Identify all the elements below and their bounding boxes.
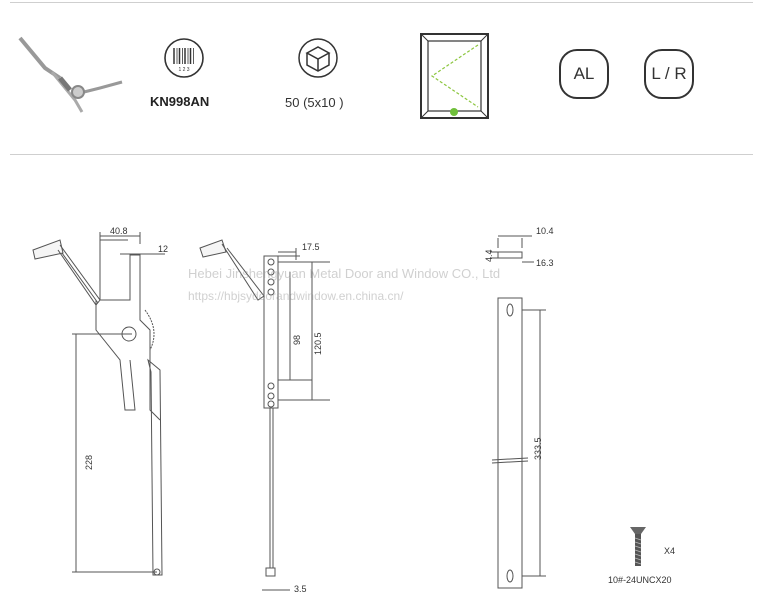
handing-badge: L / R [644, 49, 694, 99]
link-arm-view [490, 235, 546, 589]
top-divider [10, 2, 753, 3]
casement-window-icon [420, 33, 489, 119]
dim-4-4: 4.4 [484, 249, 494, 262]
package-quantity: 50 (5x10 ) [285, 95, 344, 110]
barcode-digits: 1 2 3 [178, 67, 189, 73]
dim-17-5: 17.5 [302, 242, 320, 252]
dim-98: 98 [292, 335, 302, 345]
model-number: KN998AN [150, 94, 210, 109]
watermark-company: Hebei Jinshengyuan Metal Door and Window… [188, 266, 501, 281]
dim-120-5: 120.5 [313, 332, 323, 355]
dim-16-3: 16.3 [536, 258, 554, 268]
operator-side-view [32, 232, 165, 576]
dim-40-8: 40.8 [110, 226, 128, 236]
dim-12: 12 [158, 244, 168, 254]
screw-icon [630, 527, 646, 566]
screw-spec: 10#-24UNCX20 [608, 575, 672, 585]
product-photo-icon [18, 36, 123, 113]
material-badge: AL [559, 49, 609, 99]
dim-333-5: 333.5 [533, 437, 543, 460]
barcode-icon: 1 2 3 [164, 38, 204, 78]
operator-front-view [199, 239, 330, 591]
section-divider [10, 154, 753, 155]
package-box-icon [298, 38, 338, 78]
screw-quantity: X4 [664, 546, 676, 556]
dim-3-5: 3.5 [294, 584, 307, 594]
watermark-url: https://hbjsydoorandwindow.en.china.cn/ [188, 289, 404, 303]
dim-10-4: 10.4 [536, 226, 554, 236]
dim-228: 228 [84, 455, 94, 470]
